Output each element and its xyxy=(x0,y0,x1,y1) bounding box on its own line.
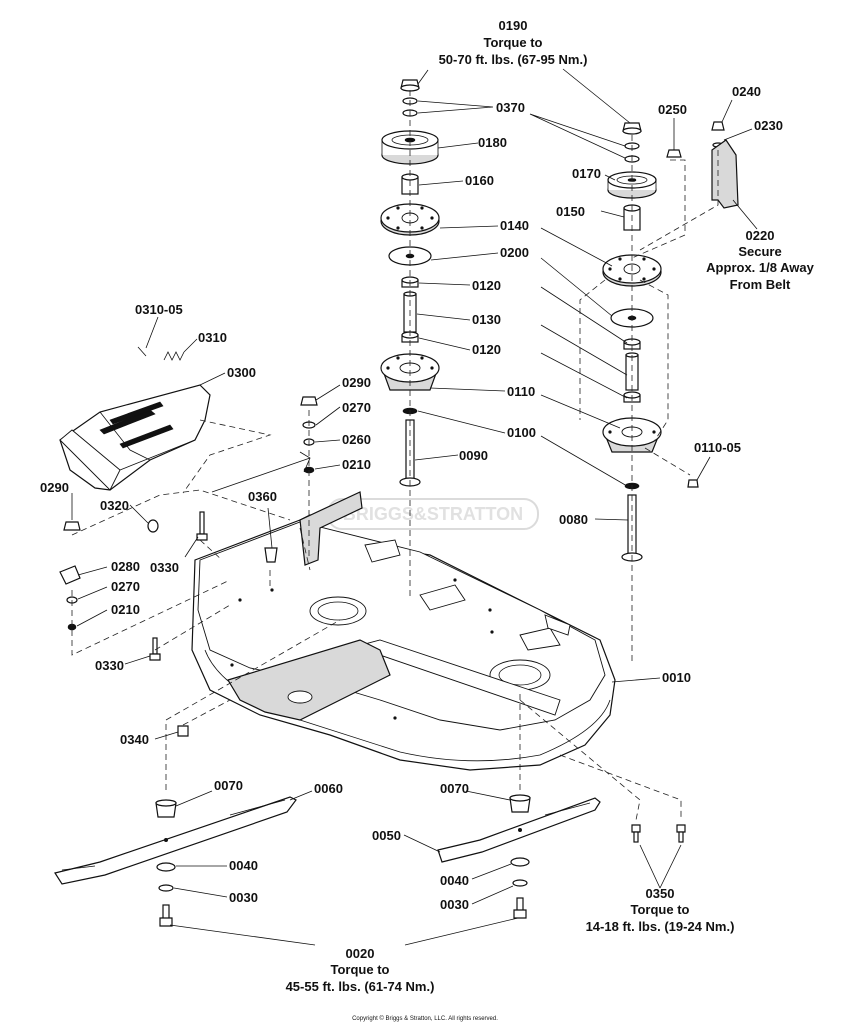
label-0230: 0230 xyxy=(754,118,783,133)
label-0350: 0350 xyxy=(646,886,675,901)
label-0270-upper: 0270 xyxy=(342,400,371,415)
note-0020-line2: 45-55 ft. lbs. (61-74 Nm.) xyxy=(286,979,435,994)
label-0270-lower: 0270 xyxy=(111,579,140,594)
label-0040-right: 0040 xyxy=(440,873,469,888)
assembly-lines xyxy=(71,90,719,821)
label-0100: 0100 xyxy=(507,425,536,440)
label-0010: 0010 xyxy=(662,670,691,685)
note-0220-line1: Secure xyxy=(738,244,781,259)
label-0040-left: 0040 xyxy=(229,858,258,873)
label-0060: 0060 xyxy=(314,781,343,796)
label-0180: 0180 xyxy=(478,135,507,150)
label-0200: 0200 xyxy=(500,245,529,260)
label-0240: 0240 xyxy=(732,84,761,99)
label-0210-upper: 0210 xyxy=(342,457,371,472)
note-0220-line2: Approx. 1/8 Away xyxy=(706,260,814,275)
label-0110: 0110 xyxy=(507,384,535,399)
label-0140: 0140 xyxy=(500,218,529,233)
label-0300: 0300 xyxy=(227,365,256,380)
note-0350-line1: Torque to xyxy=(631,902,690,917)
watermark-text: BRIGGS&STRATTON xyxy=(343,504,523,524)
label-0070-left: 0070 xyxy=(214,778,243,793)
label-0020: 0020 xyxy=(346,946,375,961)
mower-deck xyxy=(191,491,616,771)
label-0260: 0260 xyxy=(342,432,371,447)
label-0330-lower: 0330 xyxy=(95,658,124,673)
label-0090: 0090 xyxy=(459,448,488,463)
label-0310-05: 0310-05 xyxy=(135,302,183,317)
note-0020-line1: Torque to xyxy=(331,962,390,977)
label-0310: 0310 xyxy=(198,330,227,345)
part-labels: 0190 0370 0180 0160 0140 0200 0120 0130 … xyxy=(40,18,783,961)
note-0190-line1: Torque to xyxy=(484,35,543,50)
hardware xyxy=(59,396,686,843)
label-0250: 0250 xyxy=(658,102,687,117)
note-0220-line3: From Belt xyxy=(730,277,791,292)
label-0190: 0190 xyxy=(499,18,528,33)
label-0170: 0170 xyxy=(572,166,601,181)
label-0120-b: 0120 xyxy=(472,342,501,357)
label-0330-upper: 0330 xyxy=(150,560,179,575)
label-0150: 0150 xyxy=(556,204,585,219)
note-0350-line2: 14-18 ft. lbs. (19-24 Nm.) xyxy=(586,919,735,934)
discharge-chute xyxy=(59,346,311,493)
label-0160: 0160 xyxy=(465,173,494,188)
label-0320: 0320 xyxy=(100,498,129,513)
belt-guide-assembly xyxy=(666,121,739,209)
label-0210-lower: 0210 xyxy=(111,602,140,617)
leader-lines xyxy=(71,68,758,946)
blade-assemblies xyxy=(54,794,601,927)
label-0280: 0280 xyxy=(111,559,140,574)
label-0220: 0220 xyxy=(746,228,775,243)
label-0110-05: 0110-05 xyxy=(694,440,741,455)
label-0030-right: 0030 xyxy=(440,897,469,912)
label-0130: 0130 xyxy=(472,312,501,327)
label-0120-a: 0120 xyxy=(472,278,501,293)
left-spindle-assembly xyxy=(380,79,440,487)
label-0290-left: 0290 xyxy=(40,480,69,495)
torque-notes: Torque to 50-70 ft. lbs. (67-95 Nm.) Sec… xyxy=(286,35,815,994)
copyright-text: Copyright © Briggs & Stratton, LLC. All … xyxy=(352,1015,498,1022)
label-0030-left: 0030 xyxy=(229,890,258,905)
label-0290-upper: 0290 xyxy=(342,375,371,390)
label-0070-right: 0070 xyxy=(440,781,469,796)
label-0360: 0360 xyxy=(248,489,277,504)
label-0370: 0370 xyxy=(496,100,525,115)
label-0340: 0340 xyxy=(120,732,149,747)
label-0080: 0080 xyxy=(559,512,588,527)
right-spindle-assembly xyxy=(602,122,699,562)
label-0050: 0050 xyxy=(372,828,401,843)
note-0190-line2: 50-70 ft. lbs. (67-95 Nm.) xyxy=(439,52,588,67)
